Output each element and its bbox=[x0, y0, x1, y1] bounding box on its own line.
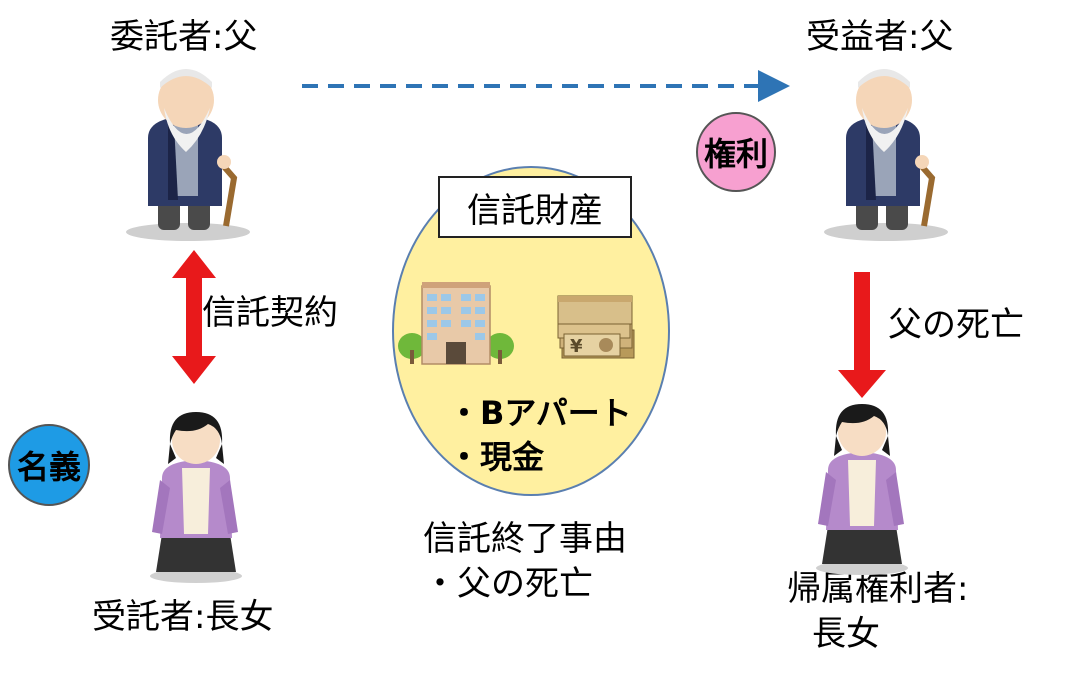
termination-title: 信託終了事由 bbox=[423, 519, 627, 559]
yen-symbol: ¥ bbox=[570, 336, 583, 357]
apartment-building-icon bbox=[398, 282, 514, 365]
down-arrow-father-death bbox=[838, 272, 886, 398]
trust-contract-label: 信託契約 bbox=[202, 293, 338, 333]
cash-bundle-icon: ¥ bbox=[557, 295, 635, 359]
settlor-label: 委託者:父 bbox=[110, 17, 258, 57]
beneficiary-father-figure bbox=[824, 69, 948, 241]
termination-reason: ・父の死亡 bbox=[423, 564, 593, 604]
trustee-daughter-figure bbox=[150, 412, 242, 583]
father-death-label: 父の死亡 bbox=[888, 305, 1024, 345]
title-badge: 名義 bbox=[8, 424, 90, 506]
residual-holder-label-line2: 長女 bbox=[812, 614, 880, 654]
settlor-father-figure bbox=[126, 69, 250, 241]
trustee-label: 受託者:長女 bbox=[92, 597, 274, 637]
trust-item-cash: ・現金 bbox=[448, 438, 545, 476]
double-arrow-trust-contract bbox=[172, 250, 216, 384]
trust-property-title: 信託財産 bbox=[438, 176, 632, 238]
residual-holder-label-line1: 帰属権利者: bbox=[787, 569, 969, 609]
rights-badge: 権利 bbox=[696, 112, 776, 192]
beneficiary-label: 受益者:父 bbox=[806, 17, 954, 57]
residual-holder-daughter-figure bbox=[816, 404, 908, 575]
trust-item-apartment: ・Bアパート bbox=[448, 394, 632, 432]
